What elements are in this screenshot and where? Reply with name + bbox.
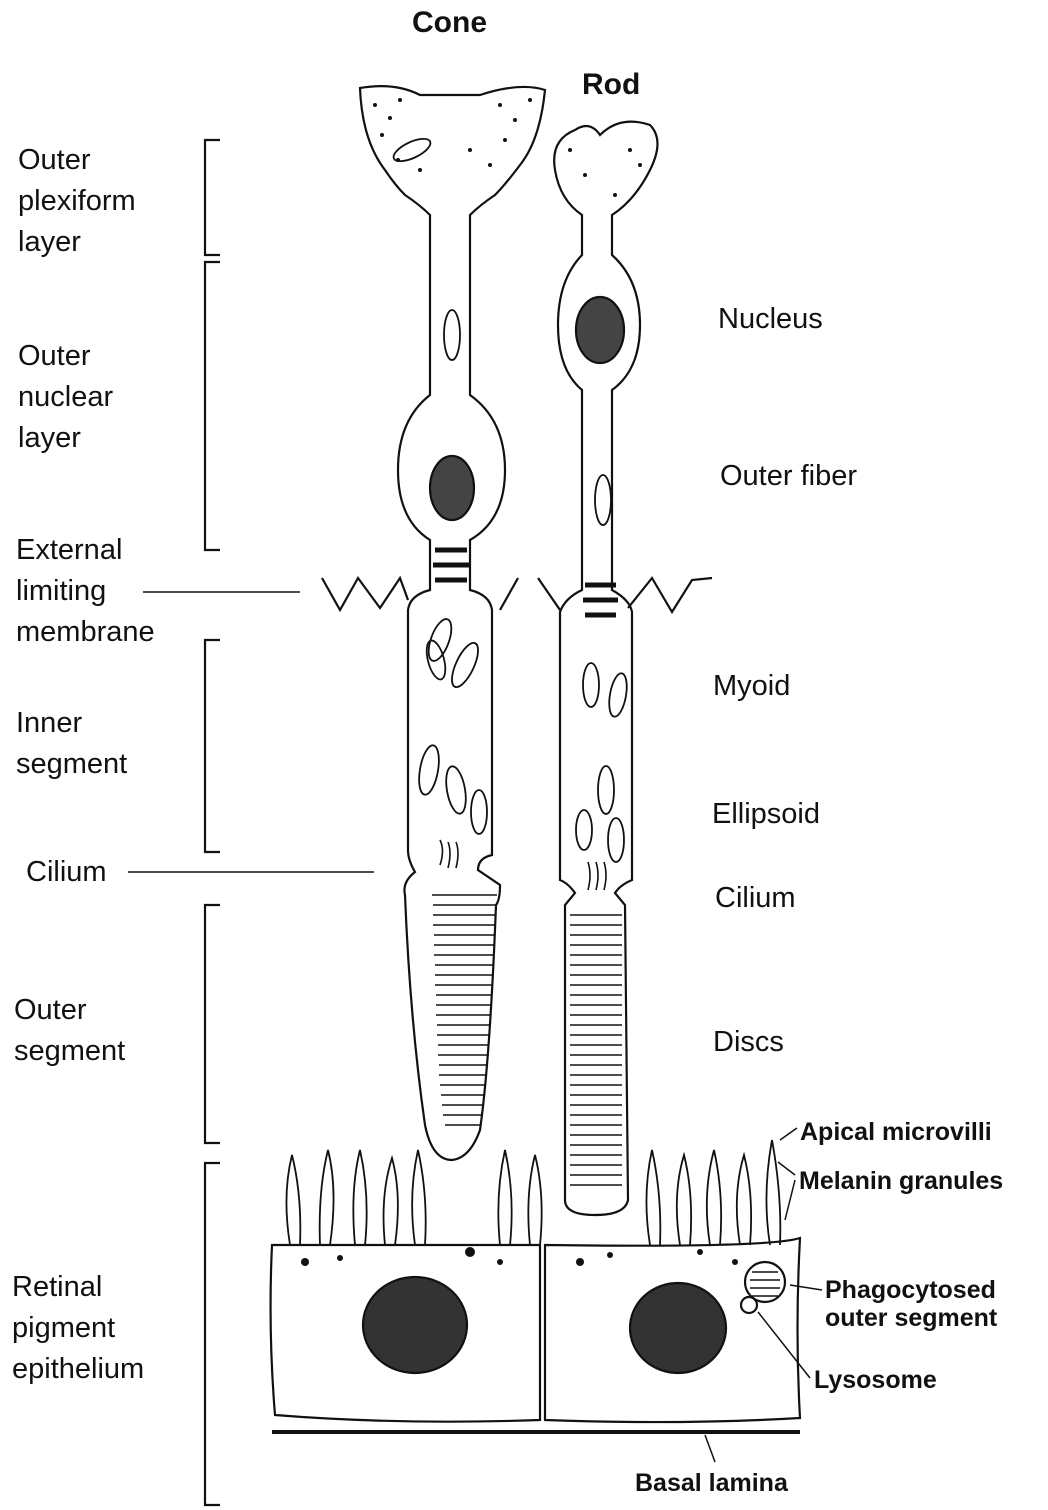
label-lysosome: Lysosome (814, 1366, 937, 1394)
phagosome (741, 1262, 785, 1313)
label-myoid: Myoid (713, 666, 790, 707)
label-line: Retinal (12, 1267, 144, 1308)
rod-title: Rod (582, 64, 640, 105)
bracket-inner-segment (205, 640, 220, 852)
label-melanin-granules: Melanin granules (799, 1167, 1003, 1195)
mitochondria (390, 134, 629, 862)
label-line: External (16, 530, 155, 571)
label-line: Phagocytosed (825, 1276, 997, 1304)
label-outer-fiber: Outer fiber (720, 456, 857, 497)
label-discs: Discs (713, 1022, 784, 1063)
label-nucleus: Nucleus (718, 299, 823, 340)
label-outer-nuclear: Outer nuclear layer (18, 336, 113, 459)
elm-zigzag (322, 578, 712, 612)
label-line: Outer (18, 336, 113, 377)
label-outer-plexiform: Outer plexiform layer (18, 140, 136, 263)
ribbon-bars (433, 550, 618, 615)
rod-discs (570, 915, 622, 1185)
label-cilium-left: Cilium (26, 852, 107, 893)
bracket-outer-plexiform (205, 140, 220, 255)
label-ellipsoid: Ellipsoid (712, 794, 820, 835)
stippling (301, 98, 738, 1266)
label-line: pigment (12, 1308, 144, 1349)
label-cilium-right: Cilium (715, 878, 796, 919)
label-rpe: Retinal pigment epithelium (12, 1267, 144, 1390)
cone-cilium (440, 840, 458, 868)
label-line: segment (14, 1031, 125, 1072)
bracket-outer-segment (205, 905, 220, 1143)
label-phagocytosed-outer-segment: Phagocytosed outer segment (825, 1276, 997, 1332)
rod-cilium (588, 862, 606, 890)
label-line: outer segment (825, 1304, 997, 1332)
cone-outline (360, 86, 545, 1160)
rpe-microvilli (286, 1140, 780, 1245)
label-inner-segment: Inner segment (16, 703, 127, 785)
label-line: epithelium (12, 1349, 144, 1390)
label-external-limiting-membrane: External limiting membrane (16, 530, 155, 653)
label-line: layer (18, 222, 136, 263)
label-line: plexiform (18, 181, 136, 222)
label-line: membrane (16, 612, 155, 653)
label-basal-lamina: Basal lamina (635, 1469, 788, 1497)
label-line: Outer (14, 990, 125, 1031)
cone-title: Cone (412, 2, 487, 43)
label-line: layer (18, 418, 113, 459)
bracket-rpe (205, 1163, 220, 1505)
label-line: nuclear (18, 377, 113, 418)
bracket-outer-nuclear (205, 262, 220, 550)
label-apical-microvilli: Apical microvilli (800, 1118, 992, 1146)
label-line: segment (16, 744, 127, 785)
cone-discs (432, 895, 497, 1125)
label-line: Inner (16, 703, 127, 744)
label-outer-segment: Outer segment (14, 990, 125, 1072)
rod-outline (554, 122, 657, 1215)
label-line: limiting (16, 571, 155, 612)
label-line: Outer (18, 140, 136, 181)
